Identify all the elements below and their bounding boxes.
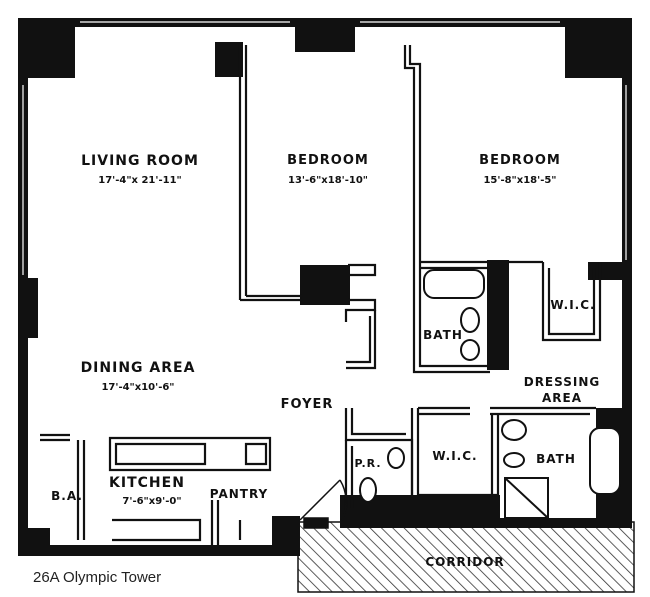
column <box>295 20 355 52</box>
wic-2-label: W.I.C. <box>432 449 477 463</box>
toilet-icon <box>460 339 480 361</box>
caption: 26A Olympic Tower <box>33 569 161 586</box>
bedroom-1-label: BEDROOM <box>287 153 369 168</box>
dressing-area-label-line2: AREA <box>542 391 582 405</box>
bathtub-icon <box>589 427 621 495</box>
column <box>20 528 50 556</box>
bedroom-2-dims: 15'-8"x18'-5" <box>483 175 556 186</box>
column <box>565 20 627 78</box>
fixtures <box>359 269 621 519</box>
toilet-icon <box>503 452 525 468</box>
sink-icon <box>387 447 405 469</box>
corridor-label: CORRIDOR <box>425 555 504 569</box>
pantry-label: PANTRY <box>210 487 268 501</box>
sink-icon <box>501 419 527 441</box>
bath-2-label: BATH <box>536 452 576 466</box>
column <box>20 20 75 78</box>
dressing-area-label-line1: DRESSING <box>524 375 601 389</box>
kitchen-dims: 7'-6"x9'-0" <box>122 496 181 507</box>
bathtub-icon <box>423 269 485 299</box>
bath-1-label: BATH <box>423 328 463 342</box>
dining-area-label: DINING AREA <box>81 360 196 376</box>
bedroom-1-dims: 13'-6"x18'-10" <box>288 175 368 186</box>
pr-label: P.R. <box>354 457 381 470</box>
corridor-area <box>297 521 635 593</box>
window-lines <box>22 21 627 275</box>
interior-walls <box>40 45 602 545</box>
column <box>272 516 300 556</box>
kitchen-label: KITCHEN <box>109 475 185 491</box>
column <box>487 260 509 370</box>
column <box>300 265 350 305</box>
exterior-walls <box>18 18 632 556</box>
sink-icon <box>460 307 480 333</box>
dining-area-dims: 17'-4"x10'-6" <box>101 382 174 393</box>
entry-door <box>299 479 347 529</box>
bedroom-2-label: BEDROOM <box>479 153 561 168</box>
living-room-label: LIVING ROOM <box>81 153 199 169</box>
ba-label: B.A. <box>51 489 83 503</box>
foyer-label: FOYER <box>281 397 334 412</box>
living-room-dims: 17'-4"x 21'-11" <box>98 175 181 186</box>
column <box>215 42 243 77</box>
toilet-icon <box>359 477 377 503</box>
column <box>20 278 38 338</box>
wic-1-label: W.I.C. <box>550 298 595 312</box>
shower-icon <box>504 477 549 519</box>
